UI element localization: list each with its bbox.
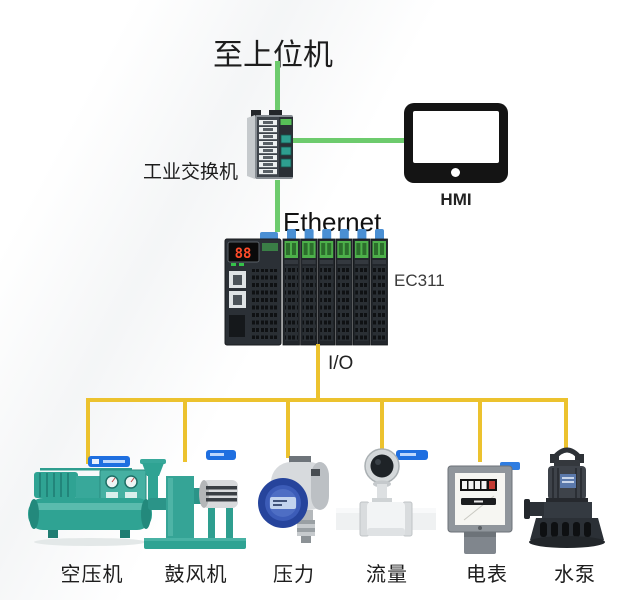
- cpu-module: 88: [224, 232, 282, 346]
- power-meter-label: 电表: [466, 564, 508, 586]
- switch-fiber-ports: [280, 134, 292, 168]
- io-drop-pump: [564, 400, 568, 450]
- industrial-switch: [247, 110, 293, 179]
- cpu-ethernet-ports: [229, 271, 246, 308]
- switch-rj45-ports: [259, 120, 277, 175]
- ethernet-line-to-hmi: [291, 138, 404, 143]
- water-pump: [524, 447, 605, 548]
- industrial-switch-label: 工业交换机: [143, 162, 239, 183]
- to-host-computer-label: 至上位机: [213, 39, 333, 72]
- hmi-label: HMI: [440, 190, 472, 209]
- blower-label: 鼓风机: [164, 564, 228, 586]
- io-drop-flow: [380, 400, 384, 452]
- ethernet-line-to-controller: [275, 180, 280, 232]
- hmi-button-dot: [451, 168, 460, 177]
- io-drop-pressure: [286, 400, 290, 458]
- air-compressor: [28, 456, 152, 546]
- ec311-controller: 88: [224, 229, 388, 346]
- hmi-monitor: [404, 103, 508, 183]
- ec311-label: EC311: [394, 271, 445, 290]
- io-label: I/O: [328, 353, 354, 374]
- io-bus-line: [86, 398, 568, 402]
- ethernet-line-upstream: [275, 61, 280, 114]
- io-drop-air-compressor: [86, 400, 90, 464]
- air-compressor-label: 空压机: [60, 564, 124, 586]
- pressure-transmitter-label: 压力: [273, 564, 315, 586]
- cpu-display: 88: [235, 246, 252, 262]
- water-pump-label: 水泵: [554, 564, 596, 586]
- io-drop-blower: [183, 400, 187, 462]
- pressure-transmitter: [258, 456, 329, 543]
- hmi-screen: [413, 111, 499, 163]
- blower: [140, 450, 246, 549]
- flow-meter-label: 流量: [366, 564, 408, 586]
- io-drop-meter: [478, 400, 482, 462]
- io-feed-line: [316, 344, 320, 400]
- power-meter: [447, 462, 520, 554]
- io-modules: [282, 229, 388, 346]
- flow-meter: [336, 448, 436, 537]
